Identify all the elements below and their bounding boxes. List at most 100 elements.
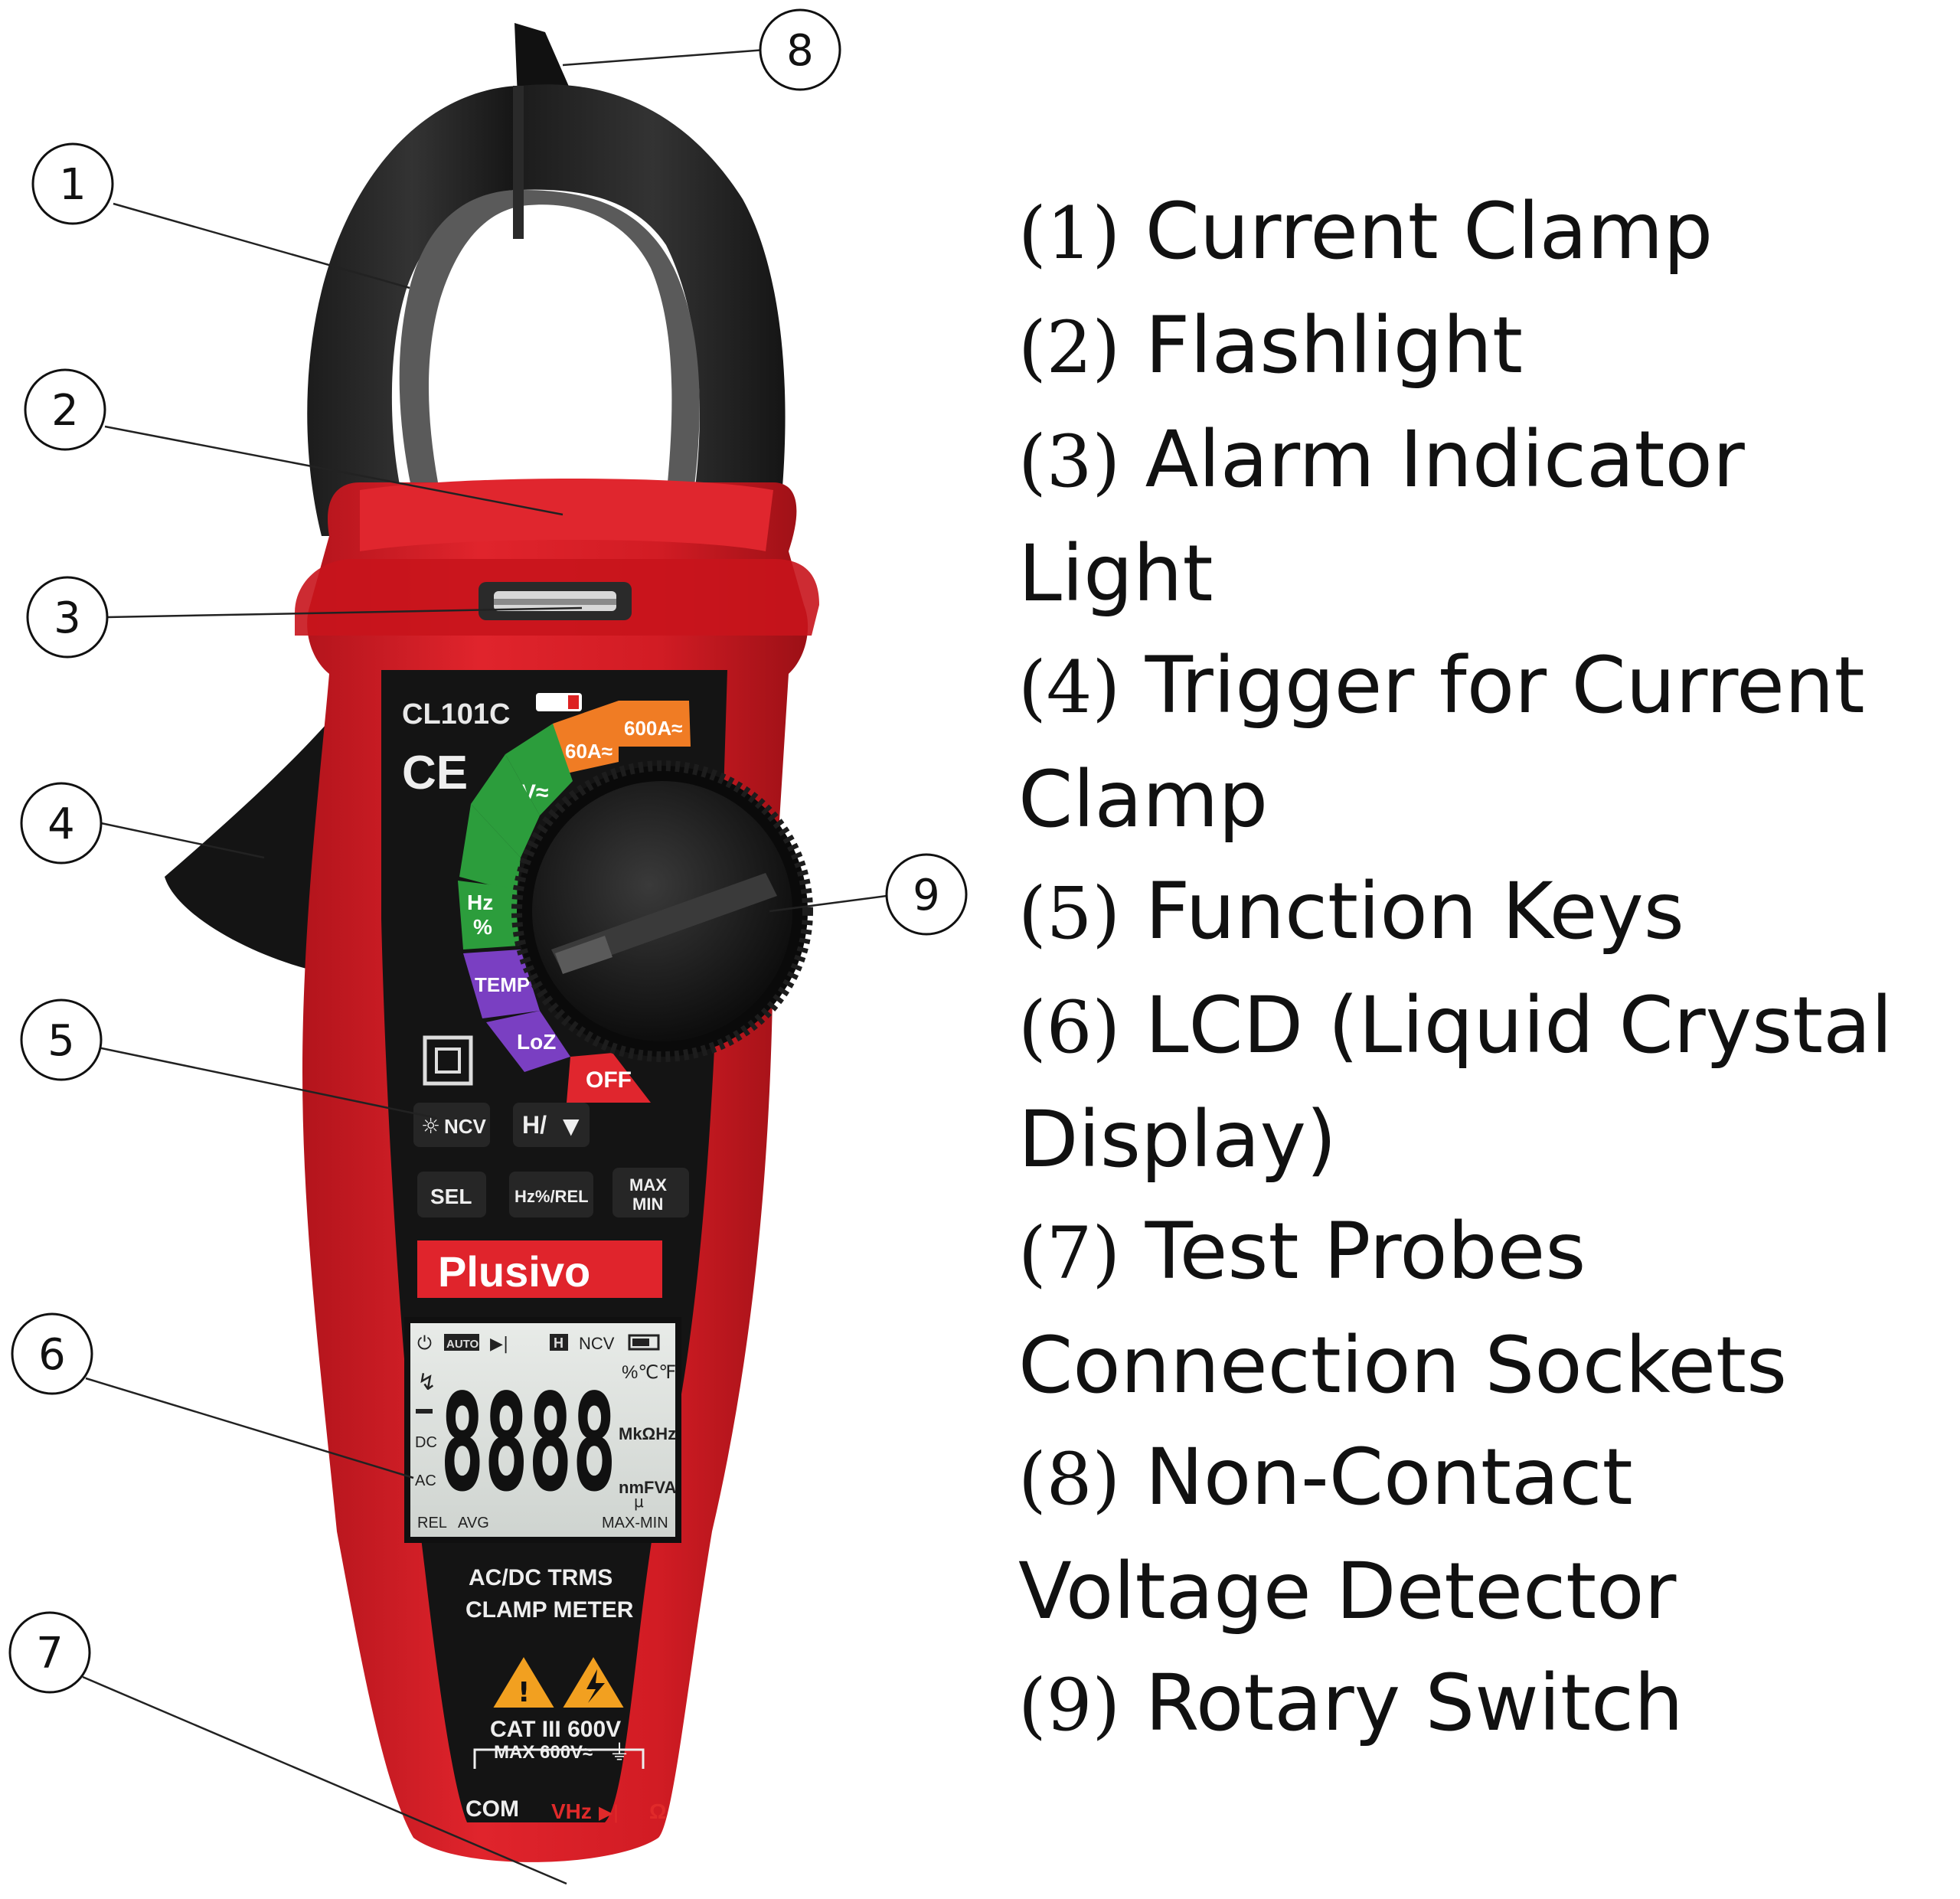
lcd-lightning-icon: ↯ (417, 1369, 436, 1396)
dial-pct: % (473, 915, 492, 939)
legend-num: (6) (1018, 986, 1121, 1070)
power-icon: ⏻ (417, 1332, 432, 1354)
legend-num: (8) (1018, 1438, 1121, 1521)
callout-2: 2 (24, 368, 106, 451)
vhz-ohm-label: Ω (649, 1799, 666, 1823)
lcd-units-top: %℃℉ (622, 1362, 676, 1383)
clamp-trigger (165, 712, 337, 972)
legend-num: (4) (1018, 646, 1121, 730)
callout-5: 5 (20, 999, 103, 1081)
flashlight-window (536, 693, 582, 711)
lcd-digits: 8888 (440, 1366, 616, 1521)
dial-loz: LoZ (517, 1030, 556, 1054)
caption-trms: AC/DC TRMS (469, 1565, 612, 1590)
dial-ring: 600A≈ 60A≈ V≈ Ω Hz % TEMP LoZ OFF (458, 701, 691, 1103)
max-min-button[interactable]: MAX MIN (612, 1168, 689, 1218)
high-voltage-icon (563, 1657, 624, 1708)
dial-hz: Hz (467, 891, 493, 914)
hold-light-button[interactable]: H/ ▼ (513, 1103, 590, 1147)
legend-item-5: (5) Function Keys (1018, 856, 1937, 970)
dial-off: OFF (586, 1067, 632, 1093)
max-voltage: MAX 600V≈ (494, 1742, 593, 1763)
legend-text: LCD (Liquid Crystal Display) (1018, 980, 1893, 1185)
cat-rating: CAT III 600V (490, 1717, 621, 1742)
lcd-display: ⏻ AUTO ▶| H NCV 8888 %℃℉ MkΩHz nmFVA μ ↯… (404, 1317, 681, 1543)
legend-text: Flashlight (1145, 300, 1523, 391)
warning-icon: ! (493, 1657, 554, 1708)
battery-icon (628, 1334, 660, 1351)
function-keys: ☼ NCV H/ ▼ SEL Hz%/REL MAX MIN (413, 1035, 689, 1218)
lcd-units-low: nmFVA (619, 1478, 676, 1497)
svg-text:3: 3 (54, 593, 81, 643)
lcd-ncv: NCV (579, 1334, 615, 1353)
ncv-detector-tip (514, 23, 570, 98)
lcd-micro: μ (634, 1492, 644, 1511)
lcd-auto: AUTO (446, 1338, 479, 1351)
dial-temp: TEMP (475, 973, 530, 996)
callout-lines (82, 48, 887, 1885)
lcd-rel: REL (417, 1515, 447, 1531)
legend-item-2: (2) Flashlight (1018, 290, 1937, 404)
legend-item-6: (6) LCD (Liquid Crystal Display) (1018, 970, 1937, 1196)
max-button-label: MAX (629, 1175, 667, 1195)
min-button-label: MIN (632, 1195, 663, 1214)
hz-rel-button[interactable]: Hz%/REL (509, 1172, 593, 1218)
legend-text: Non-Contact Voltage Detector (1018, 1432, 1677, 1637)
clamp-meter-diagram: CL101C CE 600A≈ 60A≈ V≈ Ω Hz % TEMP LoZ … (8, 8, 968, 1885)
svg-text:7: 7 (36, 1629, 64, 1678)
legend-text: Alarm Indicator Light (1018, 414, 1745, 619)
legend-text: Current Clamp (1145, 186, 1713, 277)
ncv-button-label: NCV (444, 1115, 487, 1138)
caption-clamp-meter: CLAMP METER (466, 1597, 634, 1623)
callout-1: 1 (31, 142, 114, 225)
svg-text:2: 2 (51, 386, 79, 436)
sel-button[interactable]: SEL (417, 1172, 486, 1218)
lcd-hold: H (554, 1335, 564, 1351)
svg-text:1: 1 (59, 160, 87, 210)
svg-text:6: 6 (38, 1330, 66, 1380)
current-clamp (307, 84, 786, 536)
lcd-maxmin: MAX-MIN (602, 1515, 668, 1531)
legend-item-8: (8) Non-Contact Voltage Detector (1018, 1422, 1937, 1648)
legend-item-1: (1) Current Clamp (1018, 176, 1937, 290)
legend-text: Trigger for Current Clamp (1018, 640, 1865, 845)
legend-num: (9) (1018, 1664, 1121, 1747)
legend-item-3: (3) Alarm Indicator Light (1018, 404, 1937, 630)
ce-mark: CE (402, 747, 468, 799)
hold-light-label: H/ (522, 1111, 547, 1139)
lcd-units-mid: MkΩHz (619, 1424, 676, 1443)
legend-item-4: (4) Trigger for Current Clamp (1018, 630, 1937, 856)
legend-item-7: (7) Test Probes Connection Sockets (1018, 1196, 1937, 1422)
legend-num: (3) (1018, 420, 1121, 504)
callout-9: 9 (885, 853, 968, 936)
svg-text:5: 5 (47, 1016, 75, 1066)
legend-num: (7) (1018, 1212, 1121, 1296)
hold-square-icon (423, 1035, 473, 1086)
diode-icon: ▶| (490, 1335, 508, 1354)
hz-rel-button-label: Hz%/REL (514, 1187, 589, 1206)
legend-num: (2) (1018, 306, 1121, 390)
rotary-switch[interactable] (511, 760, 813, 1062)
legend-item-9: (9) Rotary Switch (1018, 1648, 1937, 1762)
ncv-button[interactable]: ☼ NCV (413, 1103, 490, 1147)
legend-num: (1) (1018, 192, 1121, 276)
legend-num: (5) (1018, 872, 1121, 956)
model-label: CL101C (402, 698, 511, 731)
svg-text:9: 9 (913, 871, 940, 920)
brand-label: Plusivo (438, 1247, 590, 1296)
flashlight-icon: ▼ (563, 1113, 580, 1139)
dial-60a: 60A≈ (565, 740, 612, 763)
socket-bracket (473, 1748, 645, 1769)
lcd-dc: DC (415, 1434, 437, 1451)
lcd-ac: AC (415, 1472, 436, 1489)
callout-6: 6 (11, 1312, 93, 1395)
svg-text:!: ! (518, 1677, 530, 1708)
lcd-avg: AVG (458, 1515, 489, 1531)
sel-button-label: SEL (430, 1185, 472, 1208)
callout-7: 7 (8, 1611, 91, 1694)
legend: (1) Current Clamp (2) Flashlight (3) Ala… (1018, 176, 1937, 1762)
svg-text:4: 4 (47, 799, 75, 849)
vhz-socket-label: VHz (551, 1799, 592, 1823)
brand-plate (417, 1240, 662, 1298)
legend-text: Function Keys (1145, 866, 1684, 957)
